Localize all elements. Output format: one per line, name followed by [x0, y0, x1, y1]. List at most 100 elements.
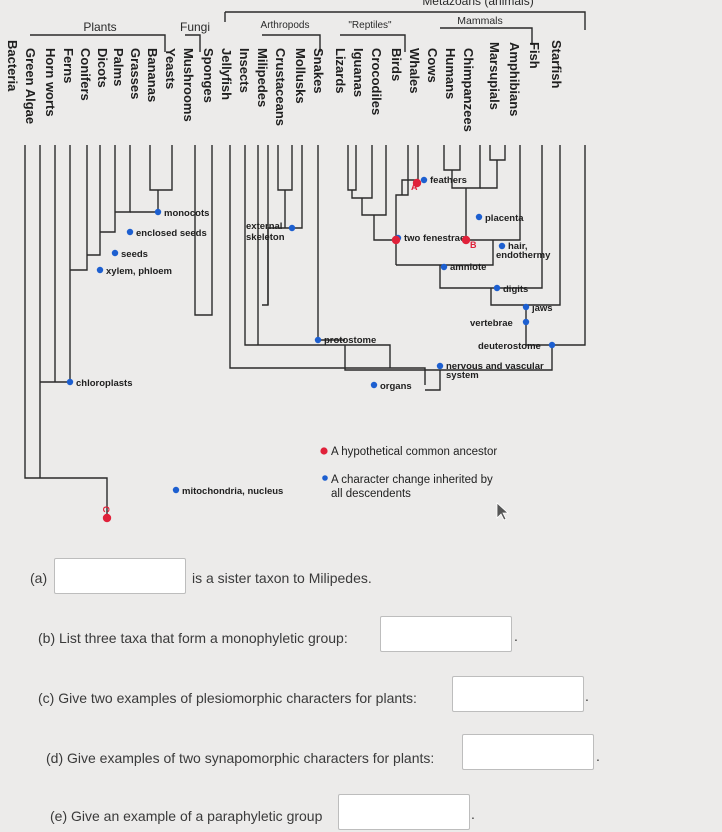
- legend-character-text-2: all descendents: [331, 488, 411, 500]
- reptiles-bracket: [340, 34, 406, 52]
- answer-e-input[interactable]: [338, 794, 470, 830]
- character-marker: [66, 378, 74, 386]
- character-label-vertebrae: vertebrae: [470, 318, 513, 329]
- taxon-label: Chimpanzees: [461, 48, 476, 132]
- taxon-label: Grasses: [128, 48, 143, 99]
- character-label-protostome: protostome: [324, 335, 376, 346]
- character-label-jaws: jaws: [531, 303, 553, 314]
- arthropods-bracket: [262, 34, 321, 52]
- cursor-arrow-icon: [496, 502, 510, 521]
- ancestor-node: [391, 235, 401, 245]
- metazoa-bracket: [224, 11, 586, 30]
- taxon-label: Marsupials: [487, 42, 502, 110]
- legend-character-dot: [322, 475, 328, 481]
- character-marker: [111, 249, 119, 257]
- question-d-text: (d) Give examples of two synapomorphic c…: [46, 750, 435, 766]
- character-label-amniote: amniote: [450, 262, 486, 273]
- group-label-reptiles: "Reptiles": [348, 20, 392, 31]
- character-marker: [522, 303, 530, 311]
- character-marker: [436, 362, 444, 370]
- character-label-external-skeleton-2: skeleton: [246, 232, 285, 243]
- character-marker: [475, 213, 483, 221]
- group-label-arthropods: Arthropods: [261, 20, 310, 31]
- character-label-nervous-1: nervous and vascular: [446, 361, 544, 372]
- taxon-label: Milipedes: [255, 48, 270, 107]
- character-marker: [126, 228, 134, 236]
- taxon-label: Cows: [425, 48, 440, 83]
- taxon-label: Humans: [443, 48, 458, 99]
- character-marker: [314, 336, 322, 344]
- taxon-label: Crustaceans: [273, 48, 288, 126]
- taxon-label: Snakes: [311, 48, 326, 94]
- taxon-label: Iguanas: [351, 48, 366, 97]
- answer-b-input[interactable]: [380, 616, 512, 652]
- character-marker: [440, 263, 448, 271]
- character-label-feathers: feathers: [430, 175, 467, 186]
- character-marker: [370, 381, 378, 389]
- character-label-deuterostome: deuterostome: [478, 341, 541, 352]
- character-label-chloroplasts: chloroplasts: [76, 378, 133, 389]
- ancestor-letter-a: A: [411, 182, 418, 192]
- group-label-fungi: Fungi: [180, 20, 210, 34]
- character-marker: [96, 266, 104, 274]
- question-b-text: (b) List three taxa that form a monophyl…: [38, 630, 348, 646]
- character-label-enclosed-seeds: enclosed seeds: [136, 228, 207, 239]
- question-a-text: is a sister taxon to Milipedes.: [192, 570, 372, 586]
- taxon-label: Mushrooms: [181, 48, 196, 122]
- taxon-label: Sponges: [201, 48, 216, 103]
- taxon-label: Mollusks: [293, 48, 308, 104]
- character-marker: [288, 224, 296, 232]
- character-label-external-skeleton-1: external: [246, 221, 282, 232]
- character-label-organs: organs: [380, 381, 412, 392]
- cladogram: Metazoans (animals) Plants Fungi Arthrop…: [5, 0, 586, 523]
- answer-c-input[interactable]: [452, 676, 584, 712]
- taxon-label: Jellyfish: [219, 48, 234, 100]
- plants-bracket: [30, 34, 166, 52]
- character-label-xylem: xylem, phloem: [106, 266, 172, 277]
- character-label-placenta: placenta: [485, 213, 524, 224]
- character-label-nervous-2: system: [446, 370, 479, 381]
- question-d-period: .: [596, 748, 600, 764]
- taxon-label: Lizards: [333, 48, 348, 94]
- question-c-text: (c) Give two examples of plesiomorphic c…: [38, 690, 417, 706]
- character-label-monocots: monocots: [164, 208, 209, 219]
- character-label-endothermy: endothermy: [496, 250, 551, 261]
- character-label-digits: digits: [503, 284, 528, 295]
- taxon-label: Bacteria: [5, 40, 20, 92]
- group-label-mammals: Mammals: [457, 15, 503, 27]
- taxon-label: Palms: [111, 48, 126, 86]
- taxon-label: Dicots: [95, 48, 110, 88]
- question-a-label: (a): [30, 570, 48, 586]
- answer-a-input[interactable]: [54, 558, 186, 594]
- character-label-hair: hair,: [508, 241, 528, 252]
- character-marker: [548, 341, 556, 349]
- group-label-plants: Plants: [83, 20, 116, 34]
- metazoa-heading: Metazoans (animals): [422, 0, 533, 8]
- character-marker: [420, 176, 428, 184]
- taxon-label: Conifers: [78, 48, 93, 101]
- ancestor-node: [412, 178, 422, 188]
- taxon-label: Bananas: [145, 48, 160, 102]
- answer-d-input[interactable]: [462, 734, 594, 770]
- legend-character-text-1: A character change inherited by: [331, 474, 493, 486]
- character-label-seeds: seeds: [121, 249, 148, 260]
- taxon-label: Amphibians: [507, 42, 522, 116]
- character-marker: [493, 284, 501, 292]
- taxon-label: Crocodiles: [369, 48, 384, 115]
- legend-ancestor-dot: [320, 447, 328, 455]
- character-marker: [498, 242, 506, 250]
- character-marker: [172, 486, 180, 494]
- question-e-text: (e) Give an example of a paraphyletic gr…: [50, 808, 323, 824]
- ancestor-node: [102, 513, 112, 523]
- question-b-period: .: [514, 628, 518, 644]
- ancestor-letter-b: B: [470, 240, 477, 250]
- question-c-period: .: [585, 688, 589, 704]
- fungi-bracket: [185, 34, 201, 52]
- character-marker: [154, 208, 162, 216]
- taxon-label: Green Algae: [23, 48, 38, 124]
- character-marker: [522, 318, 530, 326]
- taxon-label: Fish: [527, 42, 542, 69]
- taxon-label: Whales: [407, 48, 422, 94]
- taxon-label: Yeasts: [163, 48, 178, 89]
- ancestor-node: [461, 235, 471, 245]
